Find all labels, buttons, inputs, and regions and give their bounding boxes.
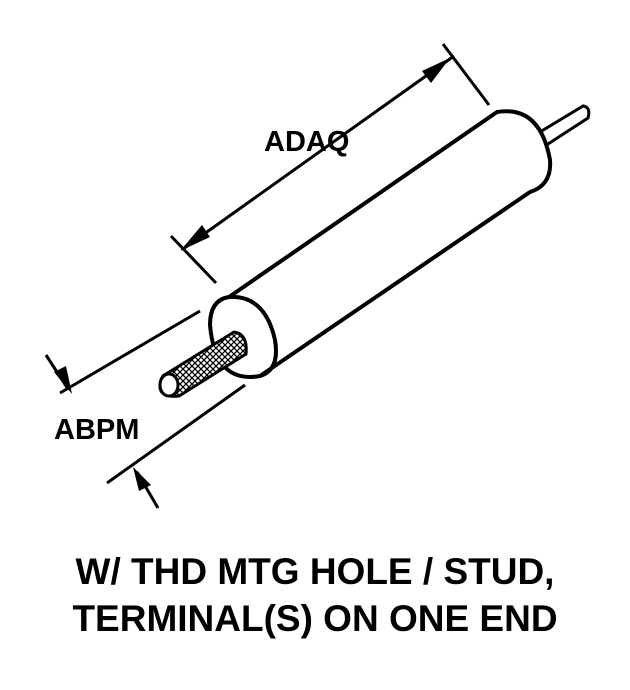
diameter-label: ABPM [54, 414, 140, 446]
arrowhead-bottom [133, 467, 151, 491]
arrowhead-left [180, 225, 210, 251]
caption-line-1: W/ THD MTG HOLE / STUD, [75, 551, 555, 592]
length-dimension [169, 43, 491, 285]
extension-line-top [59, 309, 201, 395]
caption-line-2: TERMINAL(S) ON ONE END [72, 598, 558, 639]
length-label: ADAQ [264, 126, 350, 158]
extension-line-right [441, 43, 491, 106]
dimension-line [182, 54, 455, 251]
arrowhead-right [422, 58, 450, 83]
extension-line-left [169, 234, 218, 285]
extension-line-bottom [106, 383, 246, 485]
arrowhead-top [54, 366, 72, 394]
terminal-wire [538, 104, 591, 146]
threaded-stud [158, 330, 248, 398]
stud-end [158, 372, 180, 398]
cylinder-body [208, 109, 553, 379]
